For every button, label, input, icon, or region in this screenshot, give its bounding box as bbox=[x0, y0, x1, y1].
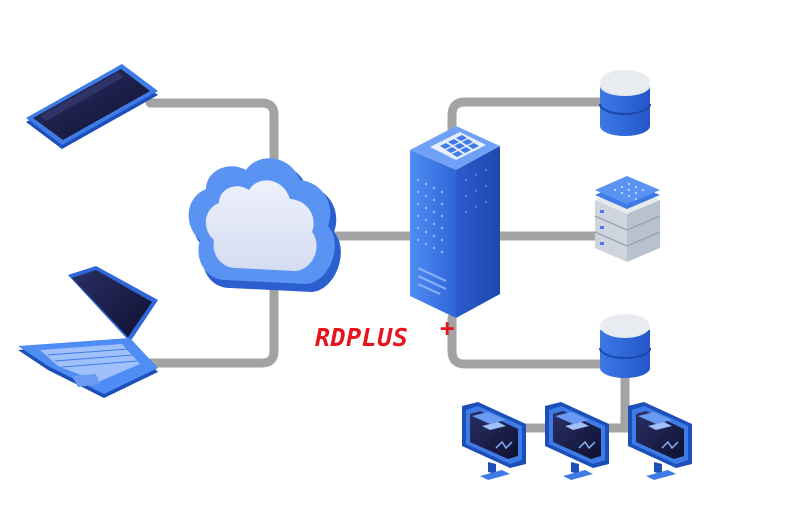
database-icon-bottom bbox=[599, 314, 651, 378]
rdplus-logo: RDPLUS + bbox=[315, 314, 454, 352]
logo-plus-mark: + bbox=[440, 314, 454, 342]
cloud-icon bbox=[188, 158, 341, 292]
laptop-icon bbox=[18, 266, 158, 398]
monitor-icon bbox=[462, 402, 526, 480]
server-rack-icon bbox=[594, 176, 661, 262]
connection-lines bbox=[140, 97, 665, 433]
link-laptop-cloud bbox=[140, 265, 279, 368]
database-icon bbox=[599, 70, 651, 136]
link-server-db-bottom bbox=[447, 313, 610, 369]
monitor-icon bbox=[628, 402, 692, 480]
link-phone-cloud bbox=[145, 98, 279, 200]
logo-text: RDPLUS bbox=[315, 323, 408, 352]
server-tower-icon bbox=[410, 126, 500, 318]
link-server-db-top bbox=[447, 97, 615, 155]
monitor-icon bbox=[545, 402, 609, 480]
smartphone-icon bbox=[26, 64, 158, 149]
